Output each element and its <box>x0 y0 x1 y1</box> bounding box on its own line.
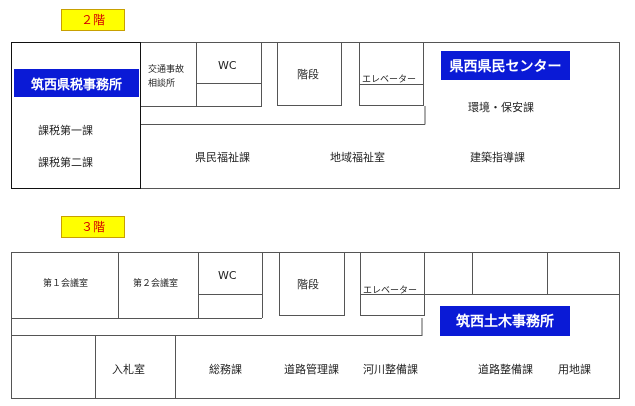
meeting-room-2-label: 第２会議室 <box>133 279 179 289</box>
general-affairs-label: 総務課 <box>209 363 242 376</box>
bidding-room-label: 入札室 <box>112 363 145 376</box>
floor-3-badge: ３階 <box>61 216 125 238</box>
floor-2-elevator-label: エレベーター <box>362 75 417 85</box>
meeting-room-1-label: 第１会議室 <box>43 279 89 289</box>
welfare-section-label: 県民福祉課 <box>195 151 250 164</box>
road-maintenance-label: 道路整備課 <box>478 363 533 376</box>
floor-2-wc-label: WC <box>218 59 237 72</box>
land-section-label: 用地課 <box>558 363 591 376</box>
regional-welfare-label: 地域福祉室 <box>330 151 385 164</box>
tax-section-2-label: 課税第二課 <box>38 156 93 169</box>
floor-3-elevator-label: エレベーター <box>363 286 418 296</box>
tax-office-area <box>11 42 141 189</box>
traffic-accident-label-2: 相談所 <box>148 79 176 89</box>
tax-section-1-label: 課税第一課 <box>38 124 93 137</box>
tax-office-sign: 筑西県税事務所 <box>14 69 139 97</box>
floor-3-stairs-label: 階段 <box>297 278 319 291</box>
river-maintenance-label: 河川整備課 <box>363 363 418 376</box>
road-management-label: 道路管理課 <box>284 363 339 376</box>
civil-engineering-office-sign: 筑西土木事務所 <box>440 306 570 336</box>
construction-guidance-label: 建築指導課 <box>470 151 525 164</box>
traffic-accident-label-1: 交通事故 <box>148 65 185 75</box>
floor-2-badge: ２階 <box>61 9 125 31</box>
kensei-center-sign: 県西県民センター <box>441 51 570 80</box>
environment-section-label: 環境・保安課 <box>468 101 534 114</box>
floor-2-stairs-label: 階段 <box>297 68 319 81</box>
floor-3-wc-label: WC <box>218 269 237 282</box>
